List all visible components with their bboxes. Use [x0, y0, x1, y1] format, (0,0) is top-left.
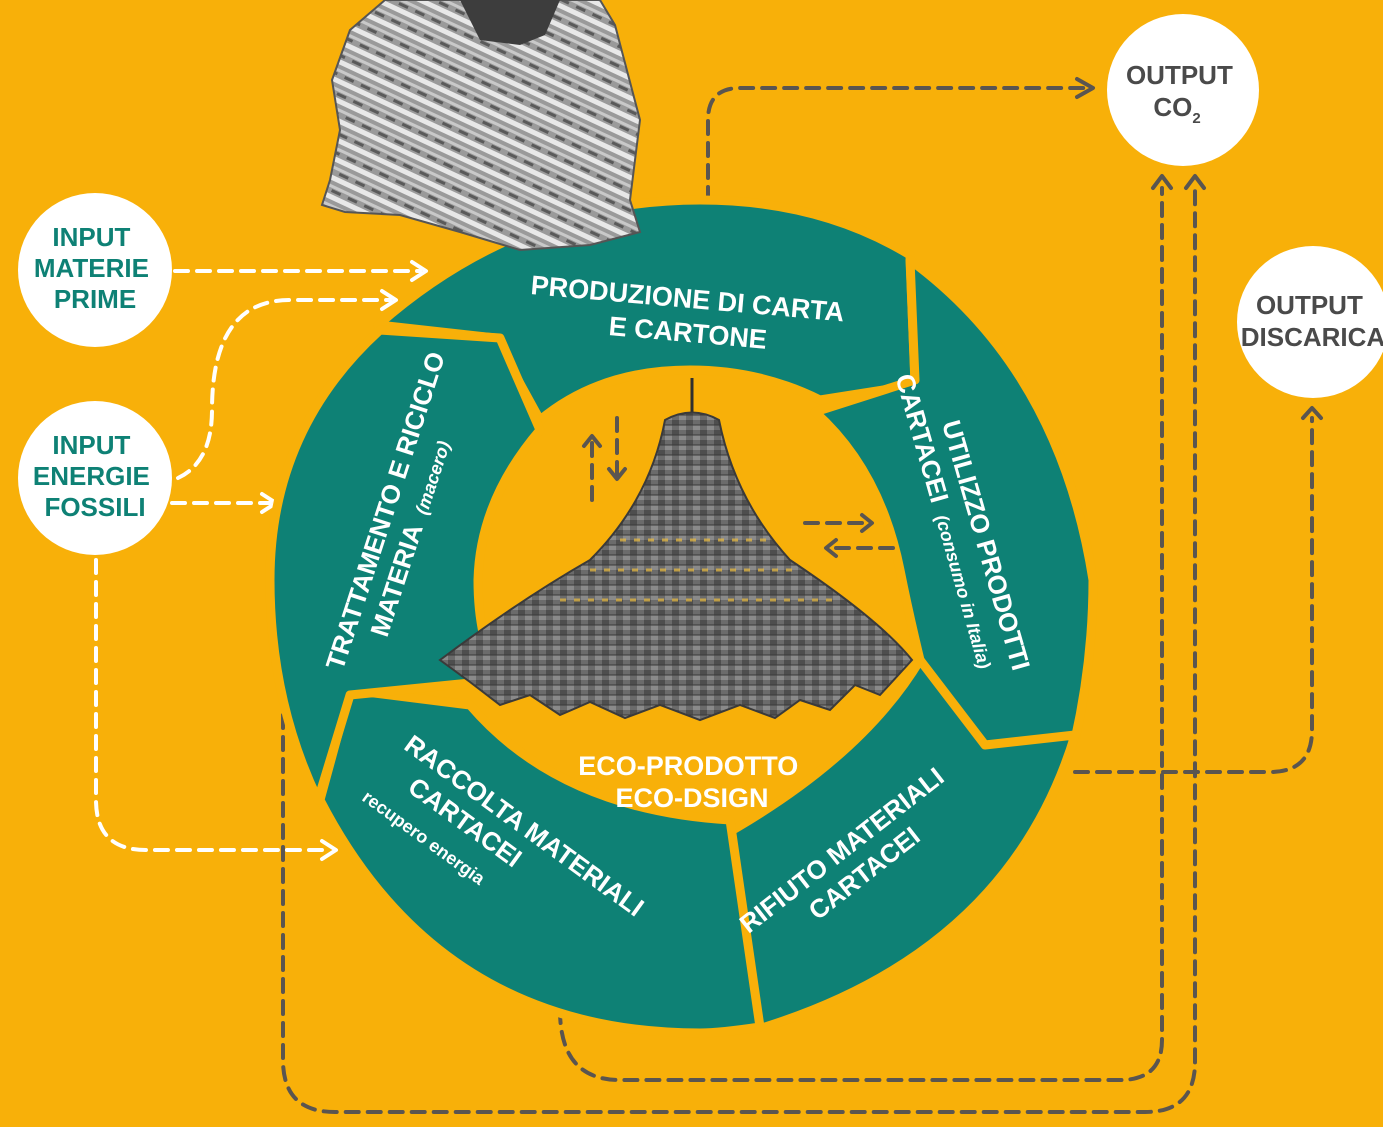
segment-raccolta — [315, 685, 765, 1038]
arrowhead-materie — [410, 260, 428, 282]
input-materie-prime-node: INPUT MATERIE PRIME — [18, 193, 172, 347]
output-co2-circle — [1107, 14, 1259, 166]
input-energie-fossili-label: INPUT ENERGIE FOSSILI — [33, 430, 157, 522]
flow-production-to-co2 — [706, 86, 1087, 202]
inner-arrowhead-up — [582, 434, 602, 448]
arrowhead-co2-right — [1184, 174, 1206, 190]
flow-energie-to-raccolta — [94, 558, 332, 852]
input-materie-prime-circle — [18, 193, 172, 347]
lamp-highlights — [560, 538, 840, 602]
inner-arrowhead-left — [824, 538, 838, 558]
flow-energie-to-production — [176, 298, 392, 480]
output-discarica-circle — [1237, 246, 1383, 398]
arrowhead-energie-raccolta — [320, 839, 338, 861]
flow-trattamento-to-co2 — [281, 186, 1197, 1114]
input-energie-fossili-node: INPUT ENERGIE FOSSILI — [18, 401, 172, 555]
arrowhead-co2-left — [1151, 174, 1173, 190]
output-discarica-node: OUTPUT DISCARICA — [1237, 246, 1383, 398]
center-label: ECO-PRODOTTO ECO-DSIGN — [578, 751, 806, 813]
cardboard-lamp-image — [438, 411, 914, 722]
arrowhead-discarica — [1301, 406, 1323, 420]
paper-bale-image — [320, 0, 642, 252]
flow-raccolta-to-co2 — [558, 186, 1164, 1082]
arrowhead-co2-top — [1075, 77, 1095, 99]
center-area: ECO-PRODOTTO ECO-DSIGN — [438, 378, 914, 813]
output-discarica-label: OUTPUT DISCARICA — [1241, 290, 1383, 352]
input-materie-prime-label: INPUT MATERIE PRIME — [34, 222, 156, 314]
bale-dark-wrap — [460, 0, 560, 45]
inner-arrowhead-right — [860, 513, 874, 533]
input-flows — [94, 260, 428, 861]
output-co2-node: OUTPUT CO2 — [1107, 14, 1259, 166]
output-flows — [281, 77, 1323, 1114]
input-energie-fossili-circle — [18, 401, 172, 555]
flow-rifiuto-to-discarica — [1073, 416, 1314, 774]
output-co2-label: OUTPUT CO2 — [1126, 60, 1240, 127]
inner-arrowhead-down — [607, 467, 627, 481]
arrowhead-energie-production — [380, 289, 398, 311]
segment-rifiuto — [660, 655, 1080, 1032]
